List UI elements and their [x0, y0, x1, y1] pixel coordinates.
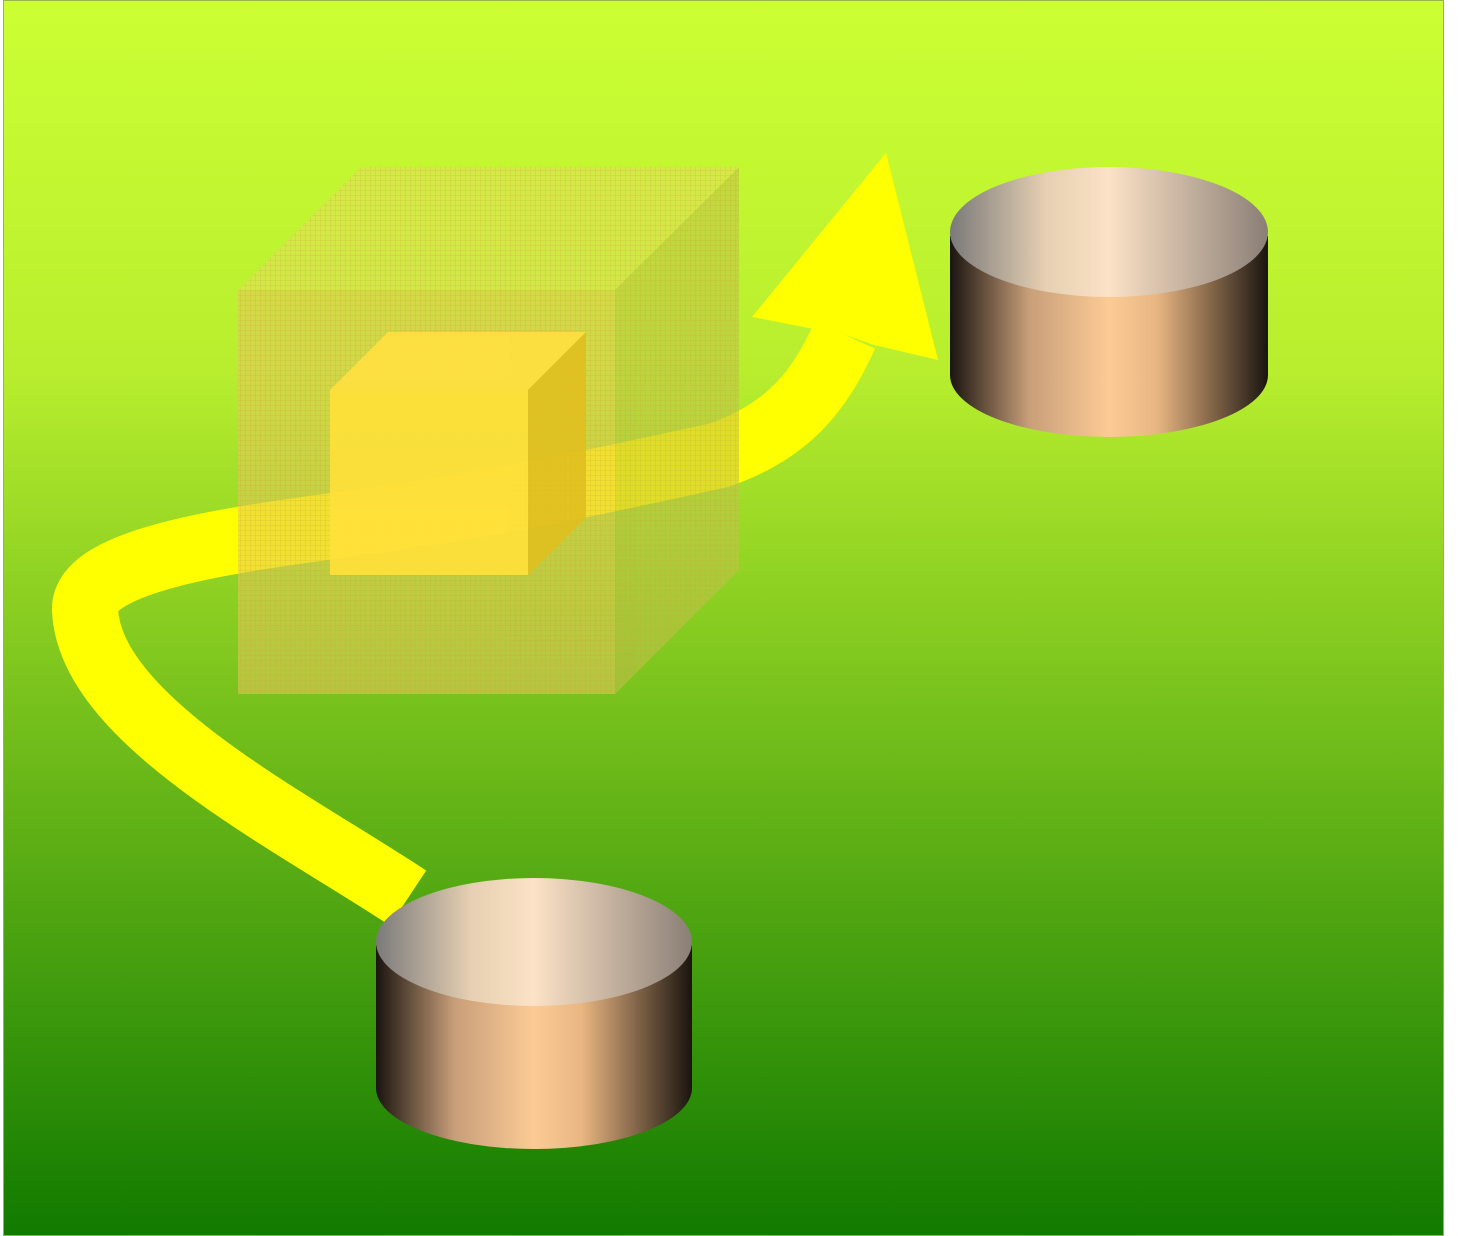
inner-cube-front [330, 390, 528, 575]
source-cylinder [376, 878, 692, 1149]
inner-cube-top [330, 332, 586, 390]
target-cylinder [950, 167, 1268, 437]
source-cylinder-top [376, 878, 692, 1006]
target-cylinder-top [950, 167, 1268, 297]
arrow-head [752, 153, 938, 360]
inner-cube-side [528, 332, 586, 575]
inner-cube [330, 332, 586, 575]
